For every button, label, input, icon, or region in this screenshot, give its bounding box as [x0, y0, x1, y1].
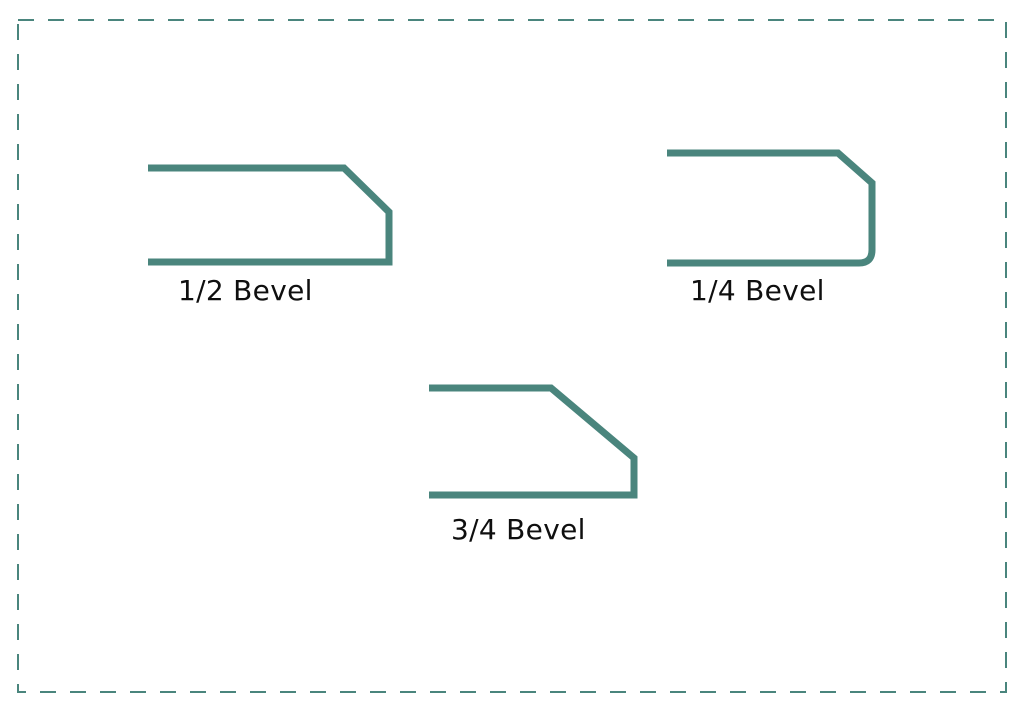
three-quarter-bevel-profile [429, 384, 638, 499]
half-bevel-profile [148, 164, 393, 266]
quarter-bevel-label: 1/4 Bevel [690, 274, 825, 307]
half-bevel-label: 1/2 Bevel [178, 274, 313, 307]
quarter-bevel-profile [667, 149, 876, 267]
dashed-border [17, 19, 1007, 693]
three-quarter-bevel-label: 3/4 Bevel [451, 513, 586, 546]
